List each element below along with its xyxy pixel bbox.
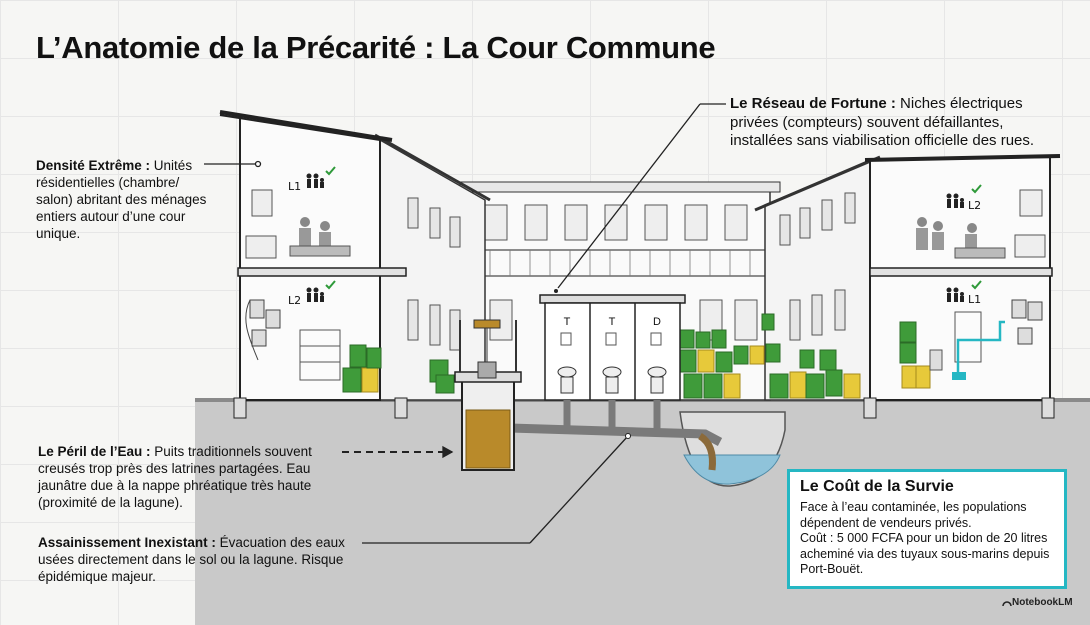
sewage-pipe — [509, 423, 723, 446]
latrine-label-2: T — [609, 316, 616, 328]
cout-survie-line2: Coût : 5 000 FCFA pour un bidon de 20 li… — [800, 531, 1050, 576]
annotation-densite: Densité Extrême : Unités résidentielles … — [36, 158, 207, 241]
annotation-eau: Le Péril de l’Eau : Puits traditionnels … — [38, 444, 312, 510]
latrine-block — [539, 294, 686, 401]
leader-lines — [204, 103, 726, 544]
brand-label: NotebookLM — [1012, 597, 1073, 608]
left-building — [219, 110, 455, 419]
level-label-left-upper: L1 — [288, 180, 301, 193]
level-label-left-lower: L2 — [288, 294, 301, 307]
cout-survie-title: Le Coût de la Survie — [800, 478, 954, 495]
level-label-right-lower: L1 — [968, 293, 981, 306]
latrine-label-1: T — [564, 316, 571, 328]
annotation-assainissement: Assainissement Inexistant : Évacuation d… — [38, 535, 345, 584]
notebooklm-icon — [1002, 601, 1012, 607]
cout-survie-box: Le Coût de la Survie Face à l’eau contam… — [787, 469, 1067, 589]
right-building — [863, 154, 1061, 419]
latrine-label-3: D — [653, 316, 661, 328]
jerrycan-stack — [679, 313, 861, 399]
level-label-right-upper: L2 — [968, 199, 981, 212]
lagoon — [683, 454, 781, 485]
well — [454, 319, 522, 471]
annotation-reseau: Le Réseau de Fortune : Niches électrique… — [730, 95, 1035, 149]
cout-survie-line1: Face à l’eau contaminée, les populations… — [800, 500, 1027, 530]
page-title: L’Anatomie de la Précarité : La Cour Com… — [36, 30, 716, 65]
